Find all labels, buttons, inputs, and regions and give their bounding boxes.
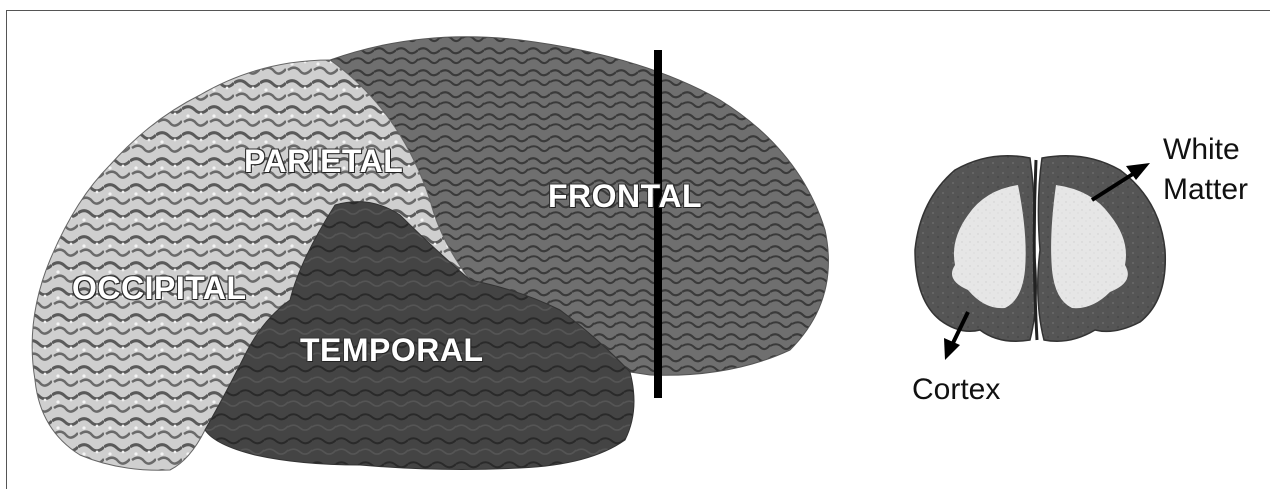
label-white-matter-line1: White bbox=[1163, 132, 1240, 168]
coronal-slice bbox=[915, 156, 1165, 342]
label-cortex: Cortex bbox=[912, 372, 1000, 408]
label-temporal: TEMPORAL bbox=[300, 332, 484, 369]
longitudinal-fissure bbox=[1034, 160, 1037, 340]
label-frontal: FRONTAL bbox=[548, 178, 702, 215]
label-parietal: PARIETAL bbox=[244, 143, 403, 180]
label-occipital: OCCIPITAL bbox=[72, 270, 247, 307]
label-white-matter-line2: Matter bbox=[1163, 172, 1248, 208]
